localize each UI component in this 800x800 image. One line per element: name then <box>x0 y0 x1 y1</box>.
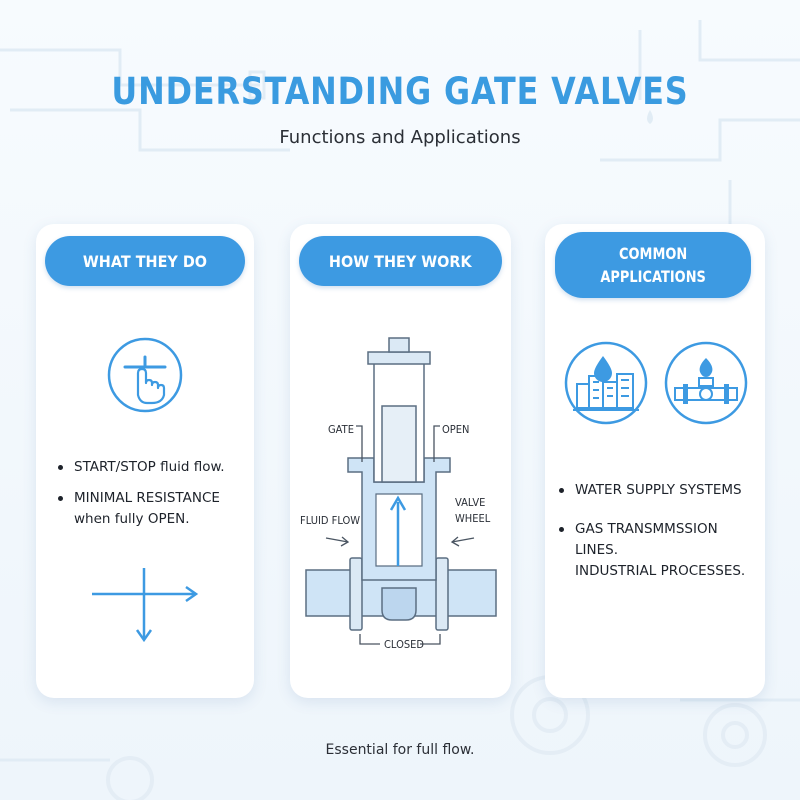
gate-valve-diagram <box>305 337 497 645</box>
applications-list: WATER SUPPLY SYSTEMS GAS TRANSMMSSION LI… <box>557 480 762 600</box>
footer-note: Essential for full flow. <box>325 742 475 758</box>
page-subtitle: Functions and Applications <box>279 127 521 148</box>
heading-line-1: COMMON <box>618 244 688 263</box>
what-they-do-heading: WHAT THEY DO <box>45 236 245 286</box>
list-item: WATER SUPPLY SYSTEMS <box>557 480 762 501</box>
hand-valve-icon <box>107 337 183 413</box>
label-closed: CLOSED <box>384 638 425 651</box>
card-common-applications: COMMON APPLICATIONS WATER SUPPLY SYSTEMS… <box>545 224 765 698</box>
bullet-text-cont: INDUSTRIAL PROCESSES. <box>575 563 746 579</box>
water-city-icon <box>564 341 648 425</box>
how-they-work-heading: HOW THEY WORK <box>299 236 502 286</box>
common-applications-heading: COMMON APPLICATIONS <box>555 232 751 298</box>
label-gate: GATE <box>328 423 354 436</box>
gas-pipeline-icon <box>664 341 748 425</box>
what-they-do-list: START/STOP fluid flow. MINIMAL RESISTANC… <box>56 457 246 540</box>
list-item: START/STOP fluid flow. <box>56 457 246 478</box>
card-what-they-do: WHAT THEY DO START/STOP fluid flow. MINI… <box>36 224 254 698</box>
flow-arrows-icon <box>92 568 199 643</box>
bullet-text: GAS TRANSMMSSION LINES. <box>575 521 718 558</box>
card-how-they-work: HOW THEY WORK GATE OPEN VALVE WHEEL <box>290 224 511 698</box>
bullet-text: START/STOP fluid flow. <box>74 459 225 475</box>
label-open: OPEN <box>442 423 470 436</box>
bullet-text: WATER SUPPLY SYSTEMS <box>575 482 742 498</box>
page-title: UNDERSTANDING GATE VALVES <box>111 70 689 113</box>
label-valve: VALVE <box>455 496 486 509</box>
heading-line-2: APPLICATIONS <box>600 267 706 286</box>
how-they-work-heading-text: HOW THEY WORK <box>329 251 472 271</box>
list-item: MINIMAL RESISTANCE when fully OPEN. <box>56 488 246 530</box>
what-they-do-heading-text: WHAT THEY DO <box>82 251 208 271</box>
common-applications-heading-text: COMMON APPLICATIONS <box>594 242 711 288</box>
list-item: GAS TRANSMMSSION LINES. INDUSTRIAL PROCE… <box>557 519 762 582</box>
label-fluid-flow: FLUID FLOW <box>300 514 361 527</box>
bullet-text-cont: when fully OPEN. <box>74 511 190 527</box>
bullet-text: MINIMAL RESISTANCE <box>74 490 220 506</box>
label-wheel: WHEEL <box>455 512 491 525</box>
